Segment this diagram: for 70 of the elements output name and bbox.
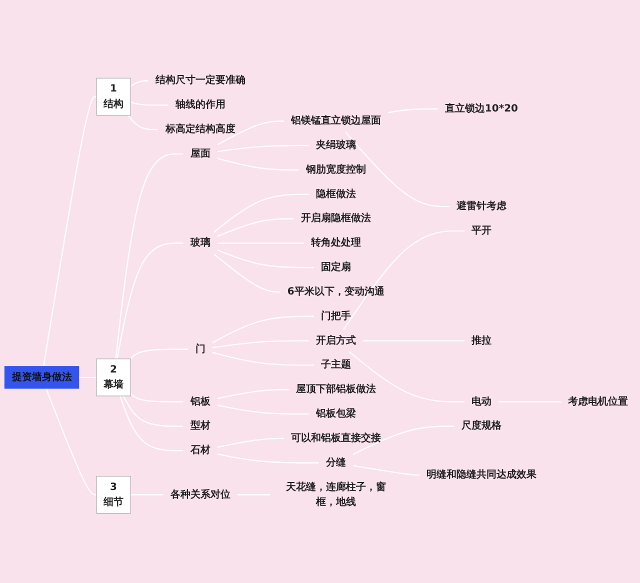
connector [116, 242, 184, 359]
connector [345, 132, 450, 208]
node-text: 6平米以下，变动沟通 [287, 286, 384, 298]
node-text: 铝镁锰直立锁边屋面 [290, 114, 381, 127]
connector [217, 389, 289, 399]
node-text: 避雷针考虑 [456, 200, 506, 212]
connector [130, 348, 188, 360]
node-text: 屋面 [190, 148, 210, 160]
connector [217, 120, 284, 146]
connector [46, 388, 96, 496]
node-text: 直立锁边10*20 [444, 102, 518, 114]
connector [217, 158, 299, 171]
mind-map: 提资墙身做法 1 结构 结构尺寸一定要准确 轴线的作用 标高定结构高度 2 幕墙 屋面 铝镁锰直立锁边屋面 直立锁边10*20 避雷针考虑 夹绢玻璃 钢肋宽度控制 玻璃 隐框做法 开启扇隐框做法 转角处处理 固定扇 6平米以下，变动沟通 门 门把手 开启方式 平开 推拉 电动 考虑电机位置 子主题 铝板 屋顶下部铝板做法 铝板包梁 型材 石材 可以和铝板直接交接 分缝 尺度规格 明缝和隐缝共同达成效果 3 细节 各种关系对位 天花缝，连廊柱子，窗框，地线 [0, 65, 640, 518]
node-text: 隐框做法 [316, 188, 356, 200]
node-text: 子主题 [320, 358, 351, 371]
connector [130, 393, 184, 402]
connector [217, 218, 294, 237]
node-text: 石材 [190, 444, 210, 456]
connector [122, 396, 184, 427]
node-box [4, 366, 80, 389]
connector [217, 249, 314, 268]
node-text: 考虑电机位置 [568, 396, 628, 408]
connector [128, 114, 158, 130]
connector [349, 351, 464, 402]
connector [130, 102, 168, 106]
node-text: 电动 [471, 396, 492, 408]
connector [115, 153, 184, 359]
node-text: 开启方式 [316, 334, 356, 346]
node-text: 型材 [190, 420, 210, 432]
node-text: 门把手 [320, 310, 351, 322]
node-text: 尺度规格 [461, 420, 502, 432]
node-box [96, 476, 131, 514]
connector [130, 80, 148, 87]
node-text: 铝板 [190, 396, 210, 408]
node-text: 屋顶下部铝板做法 [296, 383, 376, 396]
connector [352, 465, 420, 476]
connector [352, 426, 454, 456]
node-text: 推拉 [471, 334, 492, 346]
node-box [96, 358, 131, 396]
connector [214, 254, 280, 293]
connector [217, 144, 309, 152]
connector [217, 438, 284, 448]
node-text: 可以和铝板直接交接 [290, 432, 381, 444]
node-text: 铝板包梁 [316, 408, 356, 420]
node-text: 门 [195, 342, 206, 355]
node-text: 分缝 [326, 456, 346, 468]
node-text: 各种关系对位 [170, 488, 230, 500]
connector [212, 352, 314, 366]
node-text: 钢肋宽度控制 [306, 164, 366, 176]
node-text: 玻璃 [190, 236, 210, 249]
connector [342, 230, 464, 330]
connector [212, 340, 309, 348]
node-text: 转角处处理 [310, 236, 361, 249]
node-text: 明缝和隐缝共同达成效果 [426, 468, 536, 480]
connector [214, 194, 309, 233]
node-text: 开启扇隐框做法 [300, 212, 371, 224]
node-text: 夹绢玻璃 [316, 139, 356, 151]
node-box [96, 78, 131, 116]
connector [43, 96, 97, 366]
node-text: 轴线的作用 [175, 98, 226, 111]
node-text: 固定扇 [320, 261, 351, 274]
connector [217, 404, 309, 415]
connector [217, 454, 319, 464]
connector [388, 108, 438, 114]
connector [120, 396, 184, 452]
node-text: 平开 [471, 224, 492, 236]
connector [212, 316, 314, 344]
node-text: 天花缝，连廊柱子，窗框，地线 [286, 480, 386, 508]
node-text: 结构尺寸一定要准确 [155, 74, 246, 86]
node-text: 标高定结构高度 [165, 123, 236, 135]
